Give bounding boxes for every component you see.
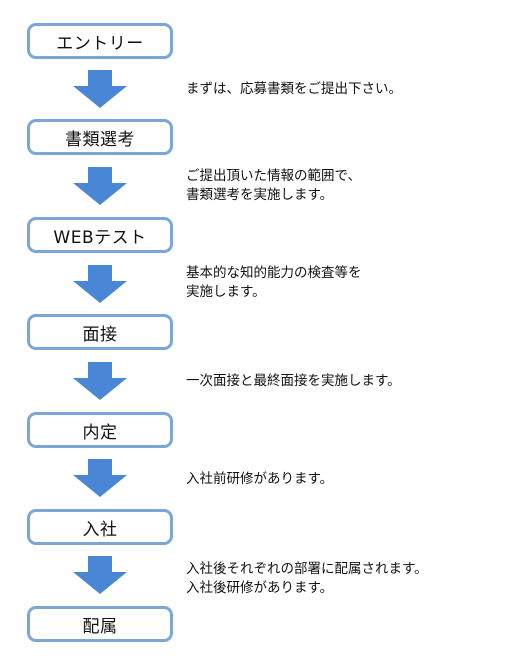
note-line: まずは、応募書類をご提出下さい。 [186,81,402,97]
note-line: ご提出頂いた情報の範囲で、 [186,168,361,184]
note-interview: 一次面接と最終面接を実施します。 [186,372,401,391]
flow-step-joining: 入社 [27,509,173,545]
down-arrow-icon [73,459,127,497]
note-line: 基本的な知的能力の検査等を [186,265,362,281]
note-offer: 入社前研修があります。 [186,470,333,489]
flow-step-assignment: 配属 [27,606,173,642]
flow-step-interview: 面接 [27,314,173,350]
down-arrow-icon [73,362,127,400]
flow-step-entry: エントリー [27,23,173,59]
note-line: 実施します。 [186,284,266,300]
note-joining: 入社後それぞれの部署に配属されます。 入社後研修があります。 [186,560,428,598]
note-entry: まずは、応募書類をご提出下さい。 [186,80,402,99]
down-arrow-icon [73,556,127,594]
note-document-screening: ご提出頂いた情報の範囲で、 書類選考を実施します。 [186,167,361,205]
down-arrow-icon [73,265,127,303]
flow-step-offer: 内定 [27,412,173,448]
down-arrow-icon [73,167,127,205]
note-line: 入社後研修があります。 [186,580,334,596]
note-line: 一次面接と最終面接を実施します。 [186,373,401,389]
note-line: 書類選考を実施します。 [186,187,334,203]
note-line: 入社前研修があります。 [186,471,334,487]
flow-step-web-test: WEBテスト [27,217,173,253]
down-arrow-icon [73,70,127,108]
flow-step-document-screening: 書類選考 [27,119,173,155]
note-line: 入社後それぞれの部署に配属されます。 [186,561,428,577]
note-web-test: 基本的な知的能力の検査等を 実施します。 [186,264,362,302]
